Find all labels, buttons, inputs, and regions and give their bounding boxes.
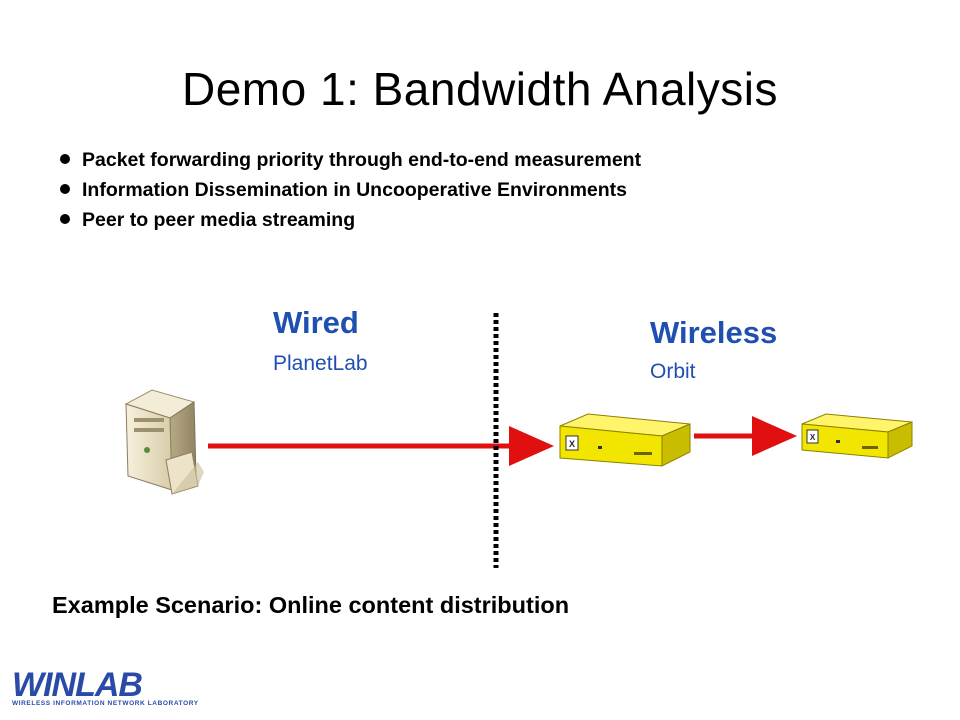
logo-tagline: WIRELESS INFORMATION NETWORK LABORATORY <box>12 700 199 707</box>
wired-heading: Wired <box>273 305 359 340</box>
slide-title: Demo 1: Bandwidth Analysis <box>182 63 778 115</box>
bullet-dot-icon <box>60 154 70 164</box>
orbit-node-icon: X <box>559 413 691 467</box>
bullet-item: Information Dissemination in Uncooperati… <box>58 175 641 205</box>
bullet-item: Peer to peer media streaming <box>58 205 641 235</box>
bullet-dot-icon <box>60 184 70 194</box>
bullet-item: Packet forwarding priority through end-t… <box>58 145 641 175</box>
wired-subtitle: PlanetLab <box>273 352 368 375</box>
bullet-text: Packet forwarding priority through end-t… <box>82 149 642 171</box>
example-scenario-caption: Example Scenario: Online content distrib… <box>52 592 570 618</box>
svg-text:X: X <box>810 433 816 442</box>
bullet-text: Information Dissemination in Uncooperati… <box>82 179 628 201</box>
bullet-list: Packet forwarding priority through end-t… <box>58 145 641 235</box>
bullet-text: Peer to peer media streaming <box>82 209 356 231</box>
server-icon <box>124 389 204 495</box>
svg-text:X: X <box>569 439 575 449</box>
bullet-dot-icon <box>60 214 70 224</box>
orbit-node-icon: X <box>801 413 913 459</box>
winlab-logo: WINLAB <box>12 666 143 704</box>
wireless-heading: Wireless <box>650 315 778 350</box>
logo-wordmark: WINLAB <box>12 666 142 704</box>
wireless-subtitle: Orbit <box>650 360 696 383</box>
